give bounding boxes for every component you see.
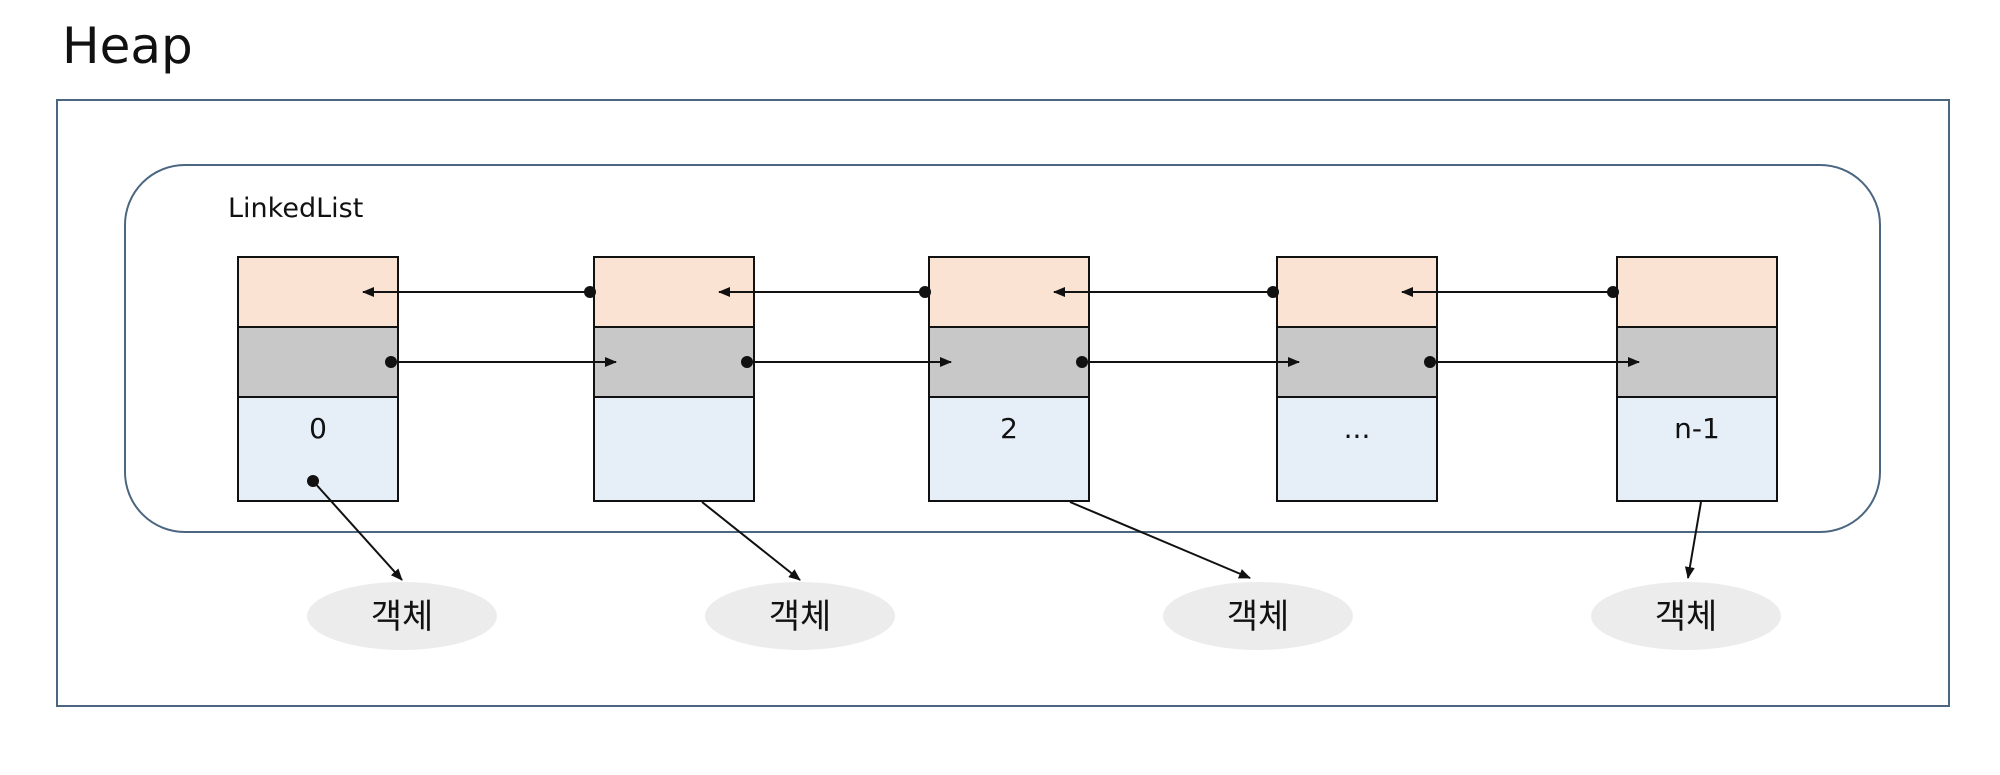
arrow-line	[312, 480, 403, 581]
object-ellipse	[1163, 582, 1353, 650]
list-node: 2	[928, 256, 1090, 502]
object-label: 객체	[371, 597, 434, 637]
value-cell	[1616, 396, 1778, 502]
pointer-dot	[741, 356, 753, 368]
next-pointer-cell	[1276, 326, 1438, 398]
pointer-dot	[307, 475, 319, 487]
links-layer	[307, 286, 1702, 581]
arrow-line	[701, 501, 801, 581]
object-ellipse	[307, 582, 497, 650]
prev-link-arrow	[1053, 286, 1279, 298]
item-ref-arrow	[307, 475, 403, 581]
object-ellipse	[1591, 582, 1781, 650]
object-label: 객체	[1655, 597, 1718, 637]
object-ellipse	[705, 582, 895, 650]
next-link-arrow	[1424, 356, 1640, 368]
object-label: 객체	[1227, 597, 1290, 637]
node-value-label: ...	[1344, 412, 1371, 445]
node-value-label: n-1	[1674, 412, 1720, 445]
prev-link-arrow	[362, 286, 596, 298]
value-cell	[1276, 396, 1438, 502]
list-node: 0	[237, 256, 399, 502]
pointer-dot	[385, 356, 397, 368]
linkedlist-label: LinkedList	[228, 193, 363, 224]
object-ellipse-group: 객체	[1591, 582, 1781, 650]
pointer-dot	[919, 286, 931, 298]
node-value-label: 0	[309, 412, 327, 445]
pointer-dot	[1267, 286, 1279, 298]
pointer-dot	[1424, 356, 1436, 368]
heap-title: Heap	[62, 17, 193, 75]
nodes-layer: 0 2... n-1	[237, 256, 1778, 502]
object-ellipse-group: 객체	[705, 582, 895, 650]
value-cell	[593, 396, 755, 502]
arrow-line	[1069, 501, 1251, 579]
pointer-dot	[584, 286, 596, 298]
list-node: ...	[1276, 256, 1438, 502]
list-node	[593, 256, 755, 502]
next-pointer-cell	[928, 326, 1090, 398]
prev-link-arrow	[718, 286, 931, 298]
item-ref-arrow	[1684, 501, 1702, 579]
arrow-line	[1684, 501, 1702, 579]
next-link-arrow	[741, 356, 952, 368]
next-pointer-cell	[593, 326, 755, 398]
prev-link-arrow	[1401, 286, 1619, 298]
next-link-arrow	[385, 356, 617, 368]
objects-layer: 객체 객체 객체 객체	[307, 582, 1781, 650]
value-cell	[928, 396, 1090, 502]
list-node: n-1	[1616, 256, 1778, 502]
object-ellipse-group: 객체	[307, 582, 497, 650]
prev-pointer-cell	[1616, 256, 1778, 328]
next-pointer-cell	[237, 326, 399, 398]
pointer-dot	[1607, 286, 1619, 298]
object-ellipse-group: 객체	[1163, 582, 1353, 650]
item-ref-arrow	[701, 501, 801, 581]
next-pointer-cell	[1616, 326, 1778, 398]
object-label: 객체	[769, 597, 832, 637]
item-ref-arrow	[1069, 501, 1251, 579]
node-value-label: 2	[1000, 412, 1018, 445]
pointer-dot	[1076, 356, 1088, 368]
next-link-arrow	[1076, 356, 1300, 368]
